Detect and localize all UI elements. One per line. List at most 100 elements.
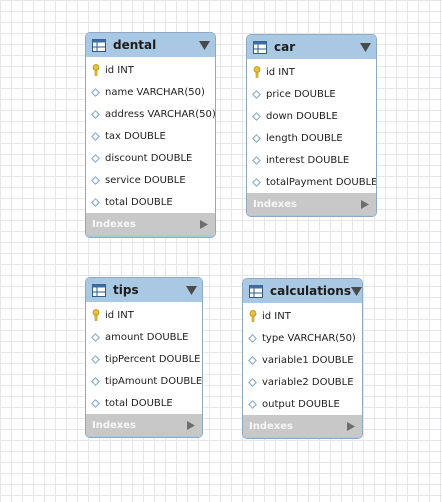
key-icon: [249, 310, 257, 322]
table-column[interactable]: service DOUBLE: [86, 169, 215, 191]
diamond-icon: [91, 398, 100, 408]
table-column[interactable]: amount DOUBLE: [86, 326, 202, 348]
table-header[interactable]: dental: [86, 33, 215, 57]
table-header[interactable]: tips: [86, 278, 202, 302]
table-grid-icon: [249, 284, 263, 298]
indexes-label: Indexes: [92, 419, 136, 431]
table-column[interactable]: variable1 DOUBLE: [243, 349, 362, 371]
diamond-icon: [91, 175, 100, 185]
diamond-icon: [91, 87, 100, 97]
table-calculations[interactable]: calculations id INT type VARCHAR(50) varia…: [242, 278, 363, 439]
table-name: calculations: [270, 284, 351, 298]
play-icon[interactable]: [200, 219, 208, 229]
chevron-down-icon[interactable]: [186, 285, 197, 295]
table-column[interactable]: total DOUBLE: [86, 392, 202, 414]
column-label: tipPercent DOUBLE: [105, 353, 201, 365]
column-label: price DOUBLE: [266, 88, 336, 100]
table-name: tips: [113, 283, 139, 297]
column-label: discount DOUBLE: [105, 152, 193, 164]
table-dental[interactable]: dental id INT name VARCHAR(50) address VAR…: [85, 32, 216, 238]
table-name: dental: [113, 38, 157, 52]
primary-key-column[interactable]: id INT: [247, 61, 376, 83]
column-label: totalPayment DOUBLE: [266, 176, 377, 188]
diamond-icon: [91, 197, 100, 207]
table-column[interactable]: price DOUBLE: [247, 83, 376, 105]
key-icon: [253, 66, 261, 78]
indexes-section[interactable]: Indexes: [243, 415, 362, 437]
play-icon[interactable]: [361, 199, 369, 209]
table-footer: [86, 235, 215, 237]
indexes-section[interactable]: Indexes: [247, 193, 376, 215]
diamond-icon: [91, 109, 100, 119]
table-grid-icon: [92, 283, 106, 297]
diamond-icon: [248, 377, 257, 387]
indexes-label: Indexes: [253, 198, 297, 210]
table-column[interactable]: tipPercent DOUBLE: [86, 348, 202, 370]
play-icon[interactable]: [187, 420, 195, 430]
column-label: id INT: [105, 309, 134, 321]
table-column[interactable]: address VARCHAR(50): [86, 103, 215, 125]
column-label: down DOUBLE: [266, 110, 338, 122]
play-icon[interactable]: [347, 421, 355, 431]
column-label: length DOUBLE: [266, 132, 343, 144]
table-column[interactable]: type VARCHAR(50): [243, 327, 362, 349]
column-label: id INT: [262, 310, 291, 322]
column-list: id INT type VARCHAR(50) variable1 DOUBLE va…: [243, 303, 362, 415]
diamond-icon: [252, 177, 261, 187]
column-label: id INT: [105, 64, 134, 76]
table-column[interactable]: tipAmount DOUBLE: [86, 370, 202, 392]
table-column[interactable]: down DOUBLE: [247, 105, 376, 127]
column-list: id INT amount DOUBLE tipPercent DOUBLE tipA…: [86, 302, 202, 414]
column-label: tax DOUBLE: [105, 130, 166, 142]
key-icon: [92, 309, 100, 321]
column-list: id INT name VARCHAR(50) address VARCHAR(50…: [86, 57, 215, 213]
table-column[interactable]: total DOUBLE: [86, 191, 215, 213]
chevron-down-icon[interactable]: [199, 40, 210, 50]
primary-key-column[interactable]: id INT: [86, 304, 202, 326]
table-column[interactable]: interest DOUBLE: [247, 149, 376, 171]
diamond-icon: [248, 399, 257, 409]
table-column[interactable]: discount DOUBLE: [86, 147, 215, 169]
table-column[interactable]: tax DOUBLE: [86, 125, 215, 147]
column-label: service DOUBLE: [105, 174, 186, 186]
diamond-icon: [248, 333, 257, 343]
key-icon: [92, 64, 100, 76]
indexes-section[interactable]: Indexes: [86, 213, 215, 235]
column-label: id INT: [266, 66, 295, 78]
diamond-icon: [252, 133, 261, 143]
column-label: type VARCHAR(50): [262, 332, 356, 344]
table-column[interactable]: name VARCHAR(50): [86, 81, 215, 103]
column-label: total DOUBLE: [105, 397, 173, 409]
table-tips[interactable]: tips id INT amount DOUBLE tipPercent DOUBL…: [85, 277, 203, 438]
chevron-down-icon[interactable]: [360, 42, 371, 52]
table-column[interactable]: totalPayment DOUBLE: [247, 171, 376, 193]
column-label: interest DOUBLE: [266, 154, 350, 166]
indexes-label: Indexes: [92, 218, 136, 230]
diamond-icon: [248, 355, 257, 365]
table-grid-icon: [253, 40, 267, 54]
diamond-icon: [91, 376, 100, 386]
column-label: total DOUBLE: [105, 196, 173, 208]
diamond-icon: [91, 153, 100, 163]
indexes-section[interactable]: Indexes: [86, 414, 202, 436]
column-label: output DOUBLE: [262, 398, 340, 410]
table-car[interactable]: car id INT price DOUBLE down DOUBLE length …: [246, 34, 377, 217]
chevron-down-icon[interactable]: [350, 286, 362, 296]
column-label: address VARCHAR(50): [105, 108, 216, 120]
diamond-icon: [252, 111, 261, 121]
column-label: tipAmount DOUBLE: [105, 375, 203, 387]
table-name: car: [274, 40, 296, 54]
table-column[interactable]: variable2 DOUBLE: [243, 371, 362, 393]
table-column[interactable]: output DOUBLE: [243, 393, 362, 415]
column-label: variable1 DOUBLE: [262, 354, 354, 366]
primary-key-column[interactable]: id INT: [243, 305, 362, 327]
diamond-icon: [252, 89, 261, 99]
primary-key-column[interactable]: id INT: [86, 59, 215, 81]
table-header[interactable]: car: [247, 35, 376, 59]
diamond-icon: [91, 332, 100, 342]
table-column[interactable]: length DOUBLE: [247, 127, 376, 149]
column-label: amount DOUBLE: [105, 331, 189, 343]
table-header[interactable]: calculations: [243, 279, 362, 303]
table-grid-icon: [92, 38, 106, 52]
table-footer: [86, 436, 202, 437]
